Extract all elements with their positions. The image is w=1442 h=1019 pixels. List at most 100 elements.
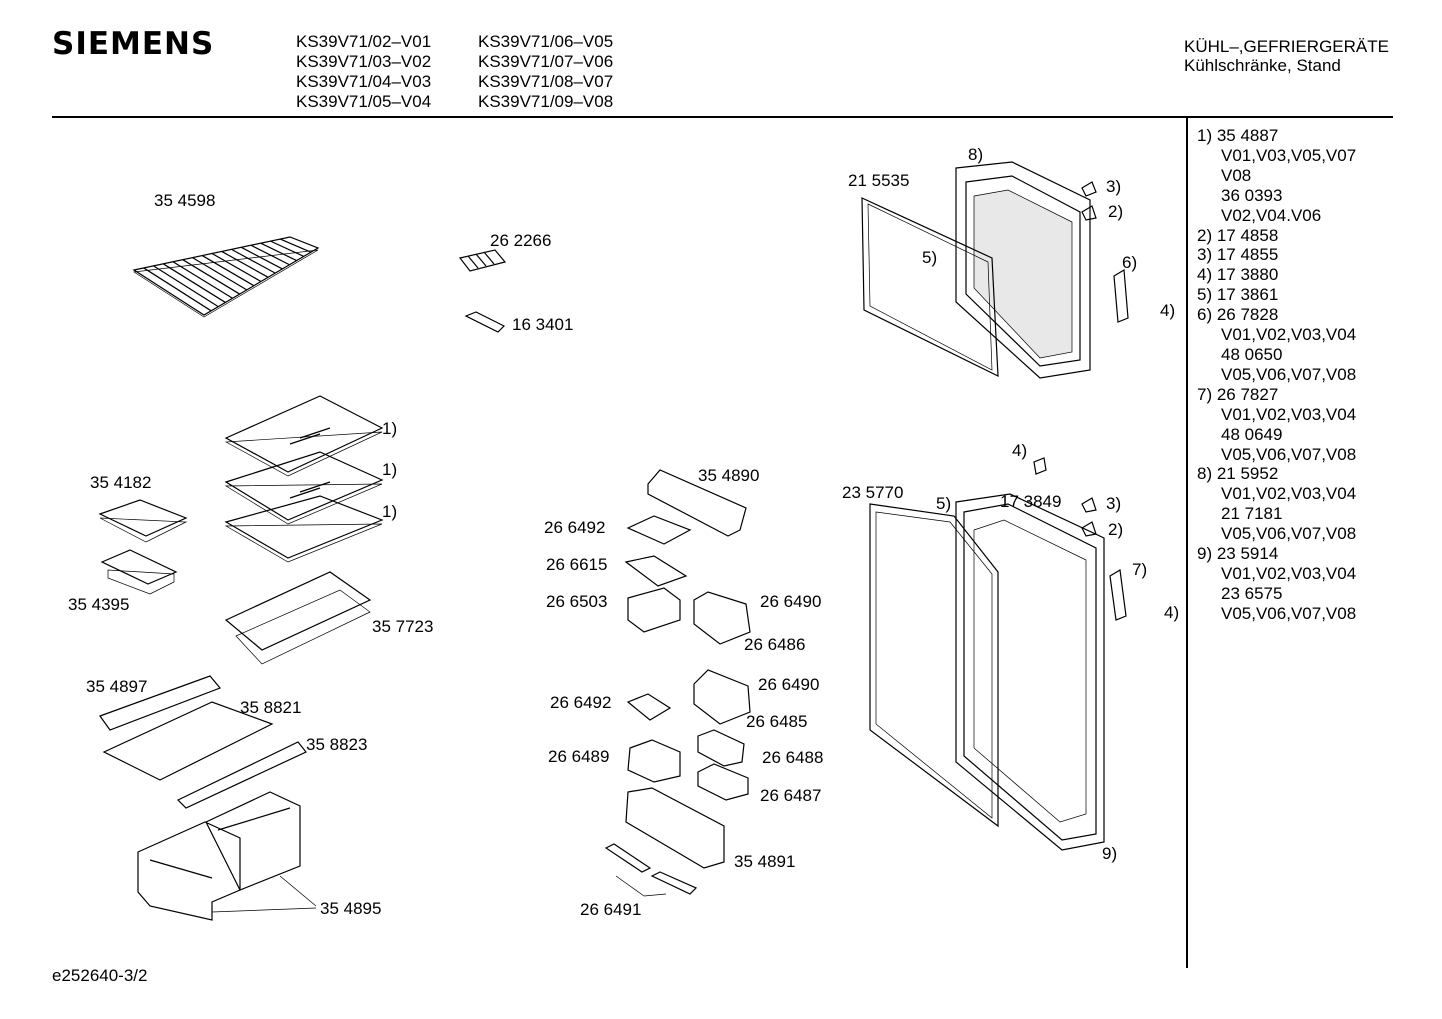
part-label: 26 6488 (762, 748, 824, 767)
model-number: KS39V71/07–V06 (478, 52, 614, 71)
part-label: 23 5770 (842, 483, 904, 502)
shelf-wire (270, 240, 305, 257)
legend-line: 1) 35 4887 (1197, 126, 1279, 145)
header-divider (52, 116, 1393, 118)
legend-line: 48 0650 (1221, 344, 1283, 364)
part-label: 26 6615 (546, 555, 608, 574)
part-label: 26 6487 (760, 786, 822, 805)
part-label: 2) (1108, 202, 1124, 221)
shelf-wire (250, 244, 290, 266)
part-label: 26 6491 (580, 900, 642, 919)
part-label: 35 8823 (306, 735, 368, 754)
part-label: 26 6503 (546, 592, 608, 611)
shelf-wire (192, 257, 248, 291)
shelf-wire (201, 255, 255, 287)
fridge-door-drawing (869, 457, 1127, 851)
part-label: 35 4598 (154, 191, 216, 210)
part-label: 4) (1012, 441, 1028, 460)
glass-shelf-drawing (224, 395, 384, 563)
legend-line: V01,V03,V05,V07 (1221, 145, 1357, 165)
legend-line: V05,V06,V07,V08 (1221, 444, 1357, 464)
exploded-parts-drawing (98, 161, 1129, 921)
part-label: 26 6492 (550, 693, 612, 712)
legend-line: 6) 26 7828 (1197, 305, 1279, 325)
part-label: 35 4395 (68, 595, 130, 614)
model-number: KS39V71/04–V03 (296, 72, 432, 91)
legend-line: V01,V02,V03,V04 (1221, 484, 1357, 504)
part-label: 7) (1132, 560, 1148, 579)
shelf-wire (211, 252, 262, 283)
part-label: 1) (382, 502, 398, 521)
category-heading: KÜHL–,GEFRIERGERÄTE Kühlschränke, Stand (1184, 37, 1389, 75)
bottle-rack-drawing (224, 571, 372, 665)
model-number: KS39V71/05–V04 (296, 92, 432, 111)
part-label: 35 4182 (90, 473, 152, 492)
shelf-wire (162, 263, 226, 303)
category-line: KÜHL–,GEFRIERGERÄTE (1184, 37, 1389, 56)
part-label: 5) (936, 494, 952, 513)
crisper-drawer-drawing (137, 791, 317, 921)
part-label: 6) (1122, 253, 1138, 272)
part-label: 3) (1106, 494, 1122, 513)
part-label: 1) (382, 419, 398, 438)
shelf-wire (280, 238, 312, 253)
part-label: 8) (968, 145, 984, 164)
part-label: 26 6490 (758, 675, 820, 694)
chiller-tray-drawing (98, 499, 188, 543)
crisper-cover-drawing (99, 675, 307, 809)
wire-shelf-drawing (132, 236, 320, 318)
part-label: 1) (382, 460, 398, 479)
part-label: 35 4897 (86, 677, 148, 696)
model-number: KS39V71/02–V01 (296, 32, 432, 51)
part-label: 17 3849 (1000, 492, 1062, 511)
shelf-wire (182, 259, 240, 295)
legend-line: V02,V04.V06 (1221, 205, 1322, 225)
brand-logo: SIEMENS (52, 26, 215, 62)
part-label: 35 7723 (372, 617, 434, 636)
part-label: 26 2266 (490, 231, 552, 250)
model-number: KS39V71/06–V05 (478, 32, 614, 51)
legend-line: V05,V06,V07,V08 (1221, 364, 1357, 384)
part-label: 26 6489 (548, 747, 610, 766)
legend-line: V08 (1221, 165, 1252, 185)
legend-line: 7) 26 7827 (1197, 384, 1279, 404)
legend-line: 48 0649 (1221, 424, 1283, 444)
part-label: 4) (1160, 301, 1176, 320)
part-label: 5) (922, 248, 938, 267)
legend-line: V01,V02,V03,V04 (1221, 325, 1357, 345)
legend-line: V05,V06,V07,V08 (1221, 603, 1357, 623)
model-number: KS39V71/09–V08 (478, 92, 614, 111)
legend-line: 3) 17 4855 (1197, 245, 1279, 265)
ice-scraper-drawing (464, 311, 506, 333)
shelf-wire (153, 265, 219, 308)
legend-line: 2) 17 4858 (1197, 225, 1279, 245)
part-label: 35 8821 (240, 698, 302, 717)
legend-line: 5) 17 3861 (1197, 285, 1279, 305)
legend-line: V01,V02,V03,V04 (1221, 404, 1357, 424)
legend-line: 23 6575 (1221, 583, 1283, 603)
part-label: 16 3401 (512, 315, 574, 334)
legend-divider (1186, 118, 1188, 968)
model-list: KS39V71/02–V01 KS39V71/06–V05 KS39V71/03… (296, 32, 660, 112)
legend-line: 36 0393 (1221, 185, 1283, 205)
shelf-wire (240, 246, 283, 270)
freezer-door-drawing (861, 161, 1129, 379)
shelf-wire (143, 267, 212, 312)
small-drawer-drawing (100, 549, 178, 595)
part-label: 26 6492 (544, 518, 606, 537)
part-label: 4) (1164, 603, 1180, 622)
legend-line: 21 7181 (1221, 504, 1283, 524)
shelf-wire (172, 261, 233, 299)
legend-line: V05,V06,V07,V08 (1221, 524, 1357, 544)
legend-line: V01,V02,V03,V04 (1221, 563, 1357, 583)
legend-line: 8) 21 5952 (1197, 464, 1279, 484)
part-label: 2) (1108, 520, 1124, 539)
shelf-wire (260, 242, 297, 262)
category-line: Kühlschränke, Stand (1184, 56, 1341, 75)
drawing-id: e252640-3/2 (52, 966, 148, 985)
shelf-wire (231, 248, 276, 274)
part-label: 3) (1106, 177, 1122, 196)
part-label: 26 6490 (760, 592, 822, 611)
part-label: 35 4895 (320, 899, 382, 918)
